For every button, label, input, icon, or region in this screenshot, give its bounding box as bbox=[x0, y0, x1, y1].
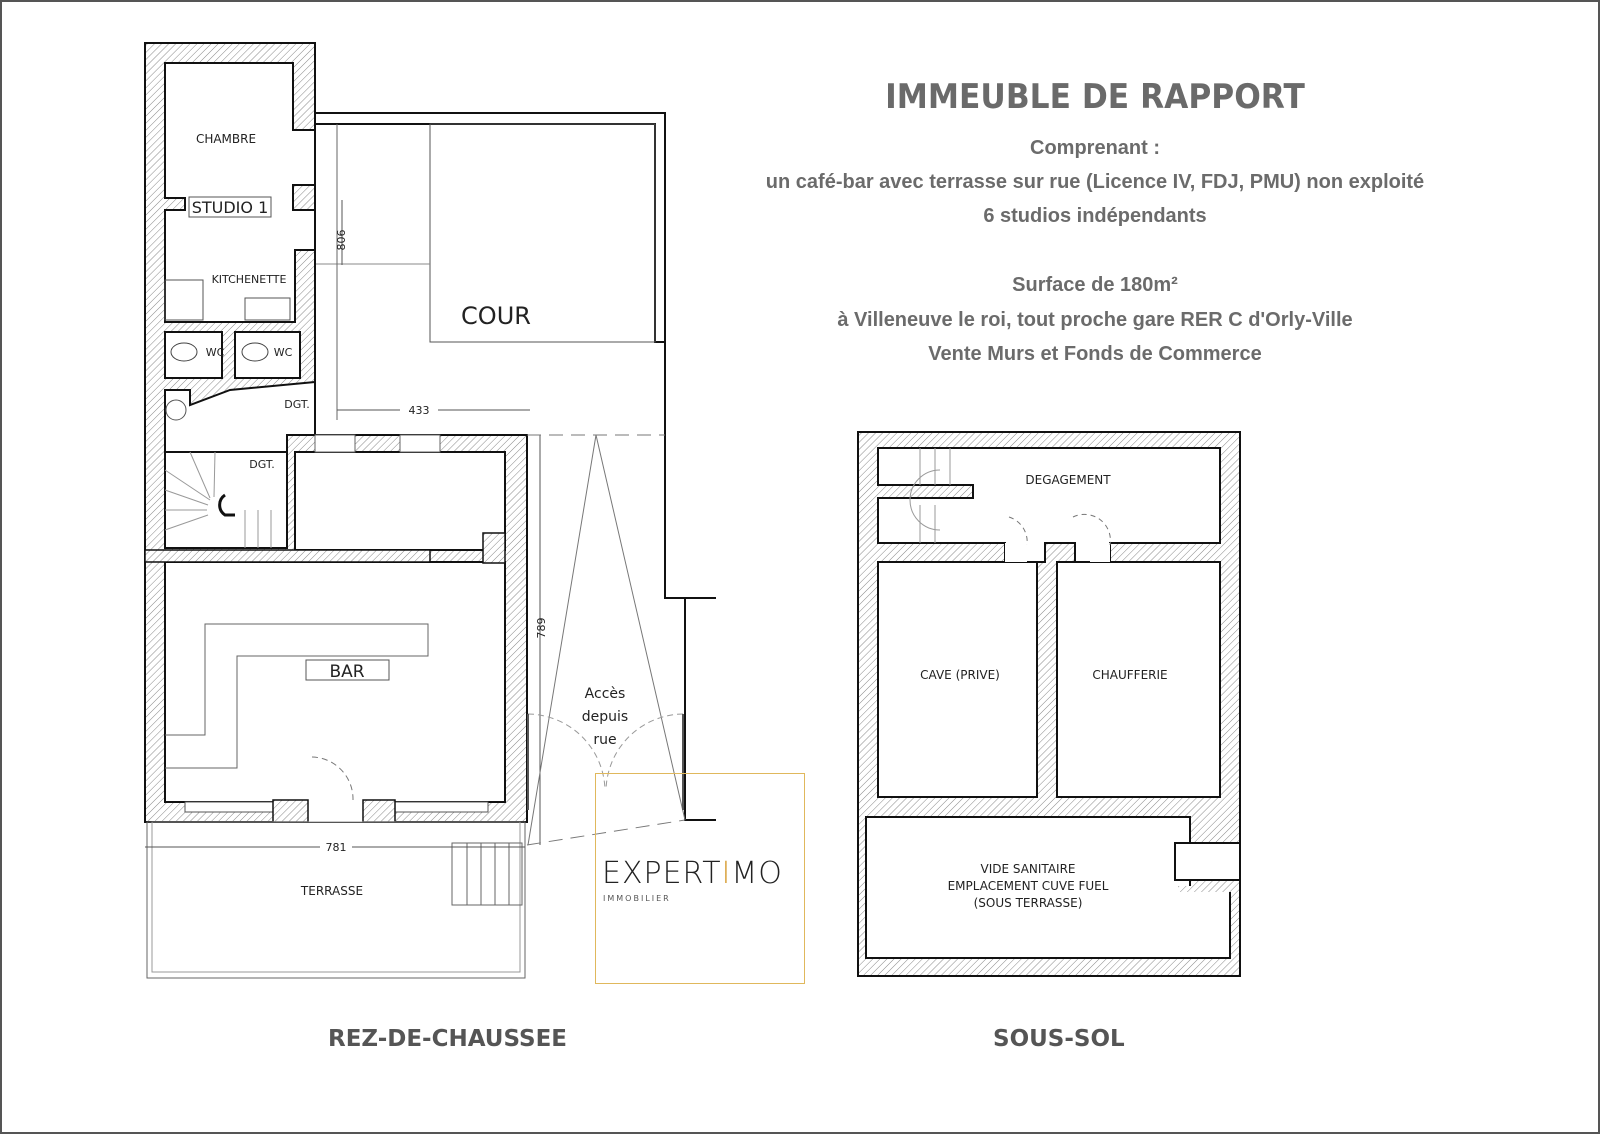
room-label-cave: CAVE (PRIVE) bbox=[920, 668, 1000, 682]
room-label-terrasse: TERRASSE bbox=[300, 884, 363, 898]
room-label-dgt-2: DGT. bbox=[249, 458, 275, 471]
ground-floor-caption: REZ-DE-CHAUSSEE bbox=[328, 1026, 568, 1052]
location-line: à Villeneuve le roi, tout proche gare RE… bbox=[837, 309, 1353, 331]
logo-subtitle: IMMOBILIER bbox=[603, 894, 671, 903]
chaufferie-room bbox=[1056, 561, 1221, 798]
dimension-781: 781 bbox=[326, 841, 347, 854]
cour-outer-wall bbox=[315, 112, 716, 599]
stairs-room bbox=[164, 451, 288, 549]
bar-label-box bbox=[305, 659, 390, 681]
room-label-cour: COUR bbox=[461, 302, 531, 330]
logo-text-b: MO bbox=[731, 856, 783, 891]
dimension-789: 789 bbox=[535, 618, 548, 639]
room-label-kitchenette: KITCHENETTE bbox=[212, 273, 287, 286]
sale-line: Vente Murs et Fonds de Commerce bbox=[928, 343, 1262, 365]
toilet-icon bbox=[241, 342, 269, 362]
studio-room bbox=[164, 62, 316, 323]
room-label-degagement: DEGAGEMENT bbox=[1025, 473, 1111, 487]
room-label-chaufferie: CHAUFFERIE bbox=[1092, 668, 1167, 682]
room-label-cuve-fuel: EMPLACEMENT CUVE FUEL bbox=[948, 879, 1109, 893]
room-label-studio: STUDIO 1 bbox=[192, 198, 269, 217]
subtitle-line: un café-bar avec terrasse sur rue (Licen… bbox=[765, 171, 1425, 193]
bar-room bbox=[164, 561, 506, 803]
back-room bbox=[294, 451, 506, 551]
page-title: IMMEUBLE DE RAPPORT bbox=[885, 77, 1305, 117]
vide-notch bbox=[1174, 842, 1241, 881]
cave-room bbox=[877, 561, 1038, 798]
access-label: depuis bbox=[582, 709, 628, 725]
front-window bbox=[184, 801, 274, 813]
sink-icon bbox=[165, 399, 187, 421]
logo-text-i: I bbox=[721, 856, 732, 891]
basement-caption: SOUS-SOL bbox=[993, 1026, 1125, 1052]
pillar bbox=[482, 532, 506, 564]
basement-staircase bbox=[909, 448, 951, 543]
logo-text-a: EXPERT bbox=[602, 856, 722, 891]
pillar bbox=[272, 799, 309, 823]
basement-plan bbox=[857, 431, 1241, 977]
staircase bbox=[164, 451, 272, 548]
bar-counter bbox=[165, 623, 429, 769]
pillar bbox=[362, 799, 396, 823]
expertimo-logo: EXPERTIMO IMMOBILIER bbox=[595, 773, 805, 984]
access-label: rue bbox=[593, 732, 616, 748]
front-door-gap bbox=[308, 800, 363, 822]
kitchen-sink-icon bbox=[244, 297, 291, 321]
terrasse-steps bbox=[451, 842, 523, 906]
degagement-room bbox=[877, 447, 1221, 563]
dimension-433: 433 bbox=[409, 404, 430, 417]
room-label-bar: BAR bbox=[329, 662, 364, 682]
cour-area bbox=[429, 123, 656, 343]
room-label-wc-1: WC bbox=[206, 346, 225, 359]
surface-line: Surface de 180m² bbox=[1012, 274, 1178, 296]
room-label-vide-sanitaire: VIDE SANITAIRE bbox=[980, 862, 1075, 876]
room-label-chambre: CHAMBRE bbox=[196, 132, 256, 146]
wc-1-room bbox=[164, 331, 223, 379]
wall-block bbox=[144, 549, 431, 563]
room-label-wc-2: WC bbox=[274, 346, 293, 359]
toilet-icon bbox=[170, 342, 198, 362]
front-window bbox=[394, 801, 489, 813]
shower-icon bbox=[164, 279, 204, 321]
room-label-sous-terrasse: (SOUS TERRASSE) bbox=[974, 896, 1083, 910]
dimension-806: 806 bbox=[335, 230, 348, 251]
subtitle-line: Comprenant : bbox=[1030, 137, 1160, 159]
access-label: Accès bbox=[585, 686, 626, 702]
subtitle-line: 6 studios indépendants bbox=[983, 205, 1207, 227]
bar-window bbox=[399, 434, 441, 453]
ground-floor-plan bbox=[144, 42, 716, 979]
room-label-dgt-1: DGT. bbox=[284, 398, 310, 411]
bar-door bbox=[314, 434, 356, 453]
